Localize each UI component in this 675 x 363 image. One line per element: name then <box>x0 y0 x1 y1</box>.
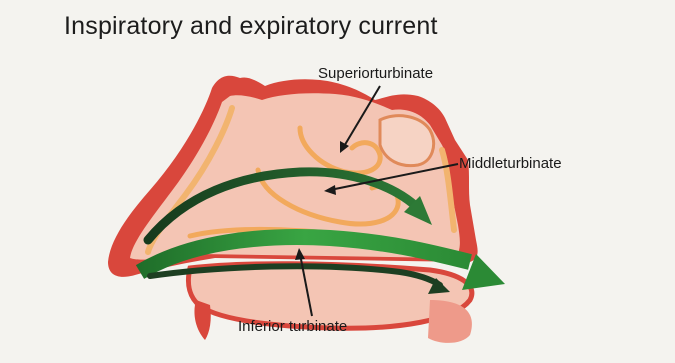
lower-lip <box>194 300 210 340</box>
inferior-turbinate-label: Inferior turbinate <box>238 318 347 335</box>
superior-turbinate-label: Superiorturbinate <box>318 65 433 82</box>
sphenoid-sinus <box>380 116 434 166</box>
middle-turbinate-label: Middleturbinate <box>459 155 562 172</box>
